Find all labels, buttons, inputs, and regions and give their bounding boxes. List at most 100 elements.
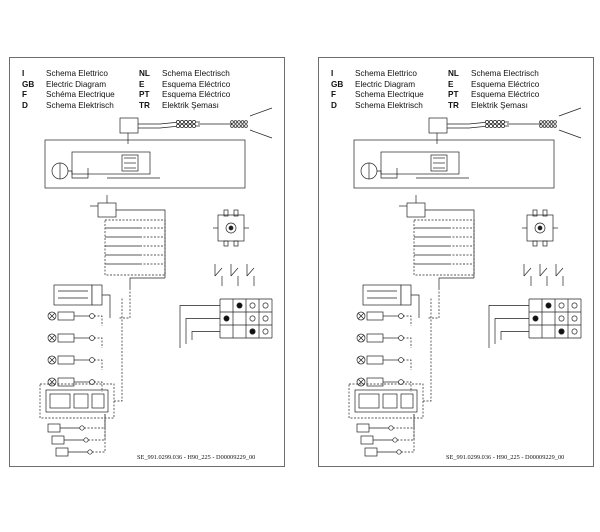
lamp-symbol xyxy=(356,333,366,343)
legend-code: F xyxy=(22,90,28,99)
table-ring xyxy=(262,315,269,322)
lamp-cross xyxy=(357,334,365,342)
legend-row: GB Electric Diagram E Esquema Eléctrico xyxy=(22,80,282,91)
bottom-connector xyxy=(83,437,89,443)
switch-contact xyxy=(214,267,223,277)
lamp-symbol xyxy=(47,377,57,387)
legend-code: E xyxy=(448,79,454,89)
switch-contact xyxy=(523,267,532,277)
element-block xyxy=(362,284,402,306)
cord-connector xyxy=(493,120,497,124)
lamp-connector xyxy=(89,313,95,319)
table-ring xyxy=(558,315,565,322)
element-terminal xyxy=(400,284,412,306)
legend-code: E xyxy=(139,79,145,89)
drawing-code: SE_991.0299.036 - H90_225 - D00009229_00 xyxy=(137,454,256,461)
board-chip xyxy=(73,393,89,409)
cord-connector xyxy=(230,124,234,128)
wiring-sheet-left: I Schema Elettrico NL Schema Electrisch … xyxy=(9,57,285,467)
connector-block xyxy=(97,202,117,218)
legend-code: D xyxy=(331,100,337,110)
lamp-lead xyxy=(94,315,103,326)
table-leader xyxy=(488,305,529,348)
terminal-lead xyxy=(249,107,273,117)
legend-code: F xyxy=(331,90,337,99)
legend-label: Schema Elettrico xyxy=(46,69,108,78)
table-ring xyxy=(249,302,256,309)
lamp-symbol xyxy=(356,377,366,387)
legend-label: Electric Diagram xyxy=(355,79,416,89)
cord-connector xyxy=(180,120,184,124)
lamp-lead xyxy=(94,337,103,348)
cord-connector xyxy=(188,120,192,124)
table-dot xyxy=(236,302,243,309)
table-leader xyxy=(179,305,220,348)
cord-connector xyxy=(176,120,180,124)
lamp-lead xyxy=(94,359,103,370)
legend-code: GB xyxy=(22,79,35,89)
lamp-cross xyxy=(357,356,365,364)
legend-code: I xyxy=(331,69,334,78)
harness-wire xyxy=(438,277,474,288)
legend-code: NL xyxy=(448,69,459,78)
lamp-cross xyxy=(48,356,56,364)
switch-pin xyxy=(542,240,548,247)
table-ring xyxy=(571,328,578,335)
lamp-connector xyxy=(89,357,95,363)
legend-row: F Schema Electrique PT Esquema Eléctrico xyxy=(331,90,591,101)
element-lead xyxy=(118,288,131,319)
legend-row: D Schema Elektrisch TR Elektrik Şeması xyxy=(331,101,591,112)
board-chip xyxy=(49,393,71,409)
bottom-terminal xyxy=(47,423,61,433)
harness-wire xyxy=(425,209,475,278)
legend-code: TR xyxy=(448,100,459,110)
lamp-cross xyxy=(357,312,365,320)
table-ring xyxy=(249,328,256,335)
lamp-connector xyxy=(398,357,404,363)
legend-row: I Schema Elettrico NL Schema Electrisch xyxy=(331,69,591,80)
lamp-lead xyxy=(403,359,412,370)
table-dot xyxy=(223,315,230,322)
cord-connector xyxy=(501,124,505,128)
table-ring xyxy=(571,302,578,309)
bottom-terminal xyxy=(360,435,374,445)
plug-body xyxy=(428,117,448,134)
bottom-terminal xyxy=(55,447,69,457)
cord-connector xyxy=(553,124,557,128)
cord-connector xyxy=(184,120,188,124)
cord-connector xyxy=(240,120,245,124)
cord-connector xyxy=(493,124,497,128)
switch-pin xyxy=(542,209,548,217)
bottom-terminal xyxy=(51,435,65,445)
lamp-cross xyxy=(48,312,56,320)
switch-contact xyxy=(539,267,548,277)
plug-body xyxy=(119,117,139,134)
table-dot xyxy=(532,315,539,322)
element-terminal xyxy=(91,284,103,306)
legend-label: Elektrik Şeması xyxy=(162,100,219,110)
motor-housing xyxy=(353,139,555,189)
connector-block xyxy=(406,202,426,218)
lamp-holder xyxy=(57,311,75,321)
cord-connector xyxy=(501,120,505,124)
bottom-connector xyxy=(79,425,85,431)
motor-housing xyxy=(44,139,246,189)
terminal-lead xyxy=(249,129,273,139)
bottom-lead xyxy=(393,414,415,429)
cord-connector xyxy=(233,120,238,124)
harness-wire xyxy=(129,277,165,288)
cord-connector xyxy=(489,124,493,128)
cord-connector xyxy=(188,124,192,128)
legend-code: TR xyxy=(139,100,150,110)
lamp-holder xyxy=(57,333,75,343)
element-lead xyxy=(427,288,440,319)
cord-connector xyxy=(497,124,501,128)
legend-label: Esquema Eléctrico xyxy=(162,79,231,89)
table-ring xyxy=(558,328,565,335)
drawing-code: SE_991.0299.036 - H90_225 - D00009229_00 xyxy=(446,454,565,461)
cord-connector xyxy=(237,124,241,128)
legend-label: Esquema Eléctrico xyxy=(162,90,231,99)
language-legend: I Schema Elettrico NL Schema Electrisch … xyxy=(331,69,591,111)
lamp-lead xyxy=(403,337,412,348)
switch-contact xyxy=(555,267,564,277)
